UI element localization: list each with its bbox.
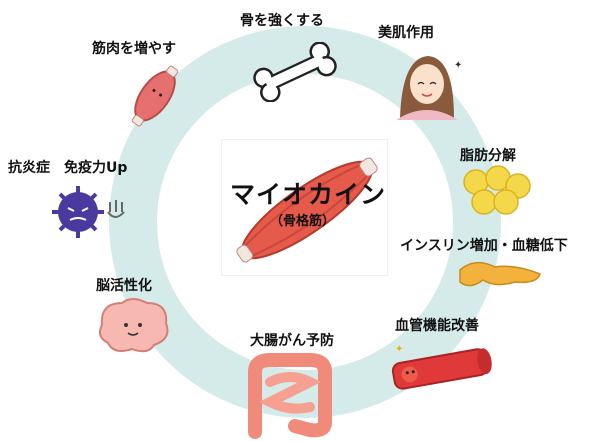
center-title: マイオカイン bbox=[230, 180, 387, 209]
label-fat: 脂肪分解 bbox=[460, 148, 516, 164]
bone-icon bbox=[253, 42, 337, 102]
svg-text:✦: ✦ bbox=[395, 344, 403, 355]
center-subtitle: （骨格筋） bbox=[270, 214, 336, 229]
muscle-fiber-icon bbox=[236, 157, 378, 263]
intestine-icon bbox=[248, 353, 332, 439]
label-brain: 脳活性化 bbox=[96, 278, 152, 294]
label-immune: 抗炎症 免疫力Up bbox=[8, 160, 128, 176]
woman-face-icon: ✦ bbox=[396, 56, 462, 120]
label-muscle: 筋肉を増やす bbox=[92, 41, 176, 57]
virus-icon bbox=[52, 186, 125, 238]
fat-cells-icon bbox=[463, 165, 531, 215]
label-vessel: 血管機能改善 bbox=[395, 318, 479, 334]
label-colon: 大腸がん予防 bbox=[250, 333, 334, 349]
blood-vessel-icon: ✦ bbox=[391, 344, 492, 390]
brain-icon bbox=[99, 298, 169, 353]
label-skin: 美肌作用 bbox=[378, 25, 434, 41]
svg-text:✦: ✦ bbox=[454, 60, 462, 71]
muscle-icon bbox=[131, 65, 179, 127]
label-bone: 骨を強くする bbox=[240, 13, 324, 29]
label-insulin: インスリン増加・血糖低下 bbox=[400, 238, 568, 254]
pancreas-icon bbox=[459, 261, 541, 287]
